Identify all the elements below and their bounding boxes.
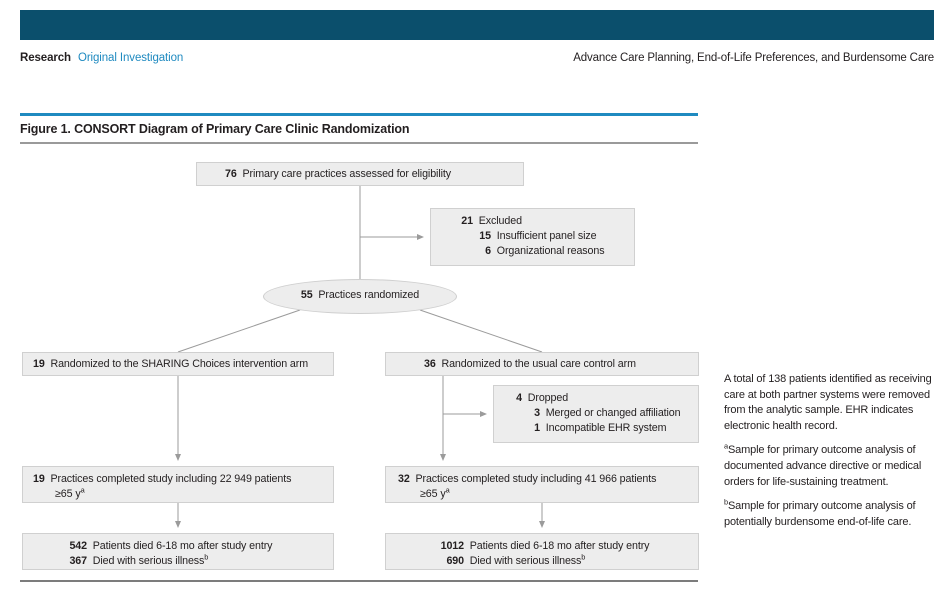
- node-dropped: 4 Dropped 3 Merged or changed affiliatio…: [493, 385, 699, 443]
- running-head-article-type-link[interactable]: Original Investigation: [77, 52, 184, 64]
- footnote-marker-a: a: [80, 485, 85, 495]
- footnote-marker-b: b: [204, 552, 209, 562]
- randomized-count: 55: [300, 289, 313, 301]
- excluded-reason-1-label: Insufficient panel size: [496, 230, 597, 242]
- intervention-arm-count: 19: [33, 358, 45, 370]
- node-line: 1 Incompatible EHR system: [500, 421, 698, 436]
- completed-intervention-count: 19: [33, 473, 45, 485]
- node-line: 15 Insufficient panel size: [443, 229, 634, 244]
- node-line: 690 Died with serious illnessb: [434, 552, 698, 569]
- died-intervention-label: Patients died 6-18 mo after study entry: [92, 540, 273, 552]
- node-died-intervention: 542 Patients died 6-18 mo after study en…: [22, 533, 334, 570]
- intervention-arm-label: Randomized to the SHARING Choices interv…: [50, 358, 309, 370]
- node-excluded: 21 Excluded 15 Insufficient panel size 6…: [430, 208, 635, 266]
- running-head-section-label: Research: [20, 52, 71, 64]
- excluded-label: Excluded: [478, 215, 522, 227]
- node-died-control: 1012 Patients died 6-18 mo after study e…: [385, 533, 699, 570]
- dropped-count: 4: [516, 392, 522, 404]
- node-line: 21 Excluded: [443, 214, 634, 229]
- completed-control-label: Practices completed study including 41 9…: [415, 473, 657, 485]
- died-intervention-serious-label: Died with serious illness: [92, 555, 205, 567]
- control-arm-count: 36: [424, 358, 436, 370]
- footnote-b-marker: b: [724, 497, 728, 507]
- assessed-count: 76: [225, 168, 237, 180]
- node-line: 4 Dropped: [500, 391, 698, 406]
- node-line: ≥65 ya: [33, 485, 333, 502]
- randomized-label: Practices randomized: [318, 289, 420, 301]
- completed-intervention-label: Practices completed study including 22 9…: [50, 473, 292, 485]
- died-control-serious-label: Died with serious illness: [469, 555, 582, 567]
- completed-control-age: ≥65 y: [420, 488, 446, 500]
- node-line: 76 Primary care practices assessed for e…: [225, 167, 523, 182]
- node-assessed-for-eligibility: 76 Primary care practices assessed for e…: [196, 162, 524, 186]
- figure-top-accent-rule: [20, 113, 698, 116]
- control-arm-label: Randomized to the usual care control arm: [441, 358, 636, 370]
- died-intervention-count: 542: [69, 540, 87, 552]
- running-head: Research Original Investigation Advance C…: [20, 49, 934, 67]
- died-control-label: Patients died 6-18 mo after study entry: [469, 540, 650, 552]
- died-control-count: 1012: [440, 540, 464, 552]
- footnote-general: A total of 138 patients identified as re…: [724, 373, 932, 432]
- footnote-a: aSample for primary outcome analysis of …: [724, 443, 936, 490]
- dropped-label: Dropped: [527, 392, 569, 404]
- consort-diagram: 76 Primary care practices assessed for e…: [22, 162, 699, 570]
- node-control-arm: 36 Randomized to the usual care control …: [385, 352, 699, 376]
- figure-title-underrule: [20, 142, 698, 144]
- footnote-a-text: Sample for primary outcome analysis of d…: [724, 444, 922, 488]
- footnote-b: bSample for primary outcome analysis of …: [724, 497, 936, 530]
- node-line: 6 Organizational reasons: [443, 244, 634, 259]
- footnote-marker-b: b: [581, 552, 586, 562]
- dropped-reason-1-label: Merged or changed affiliation: [545, 407, 681, 419]
- dropped-reason-1-count: 3: [534, 407, 540, 419]
- assessed-label: Primary care practices assessed for elig…: [242, 168, 451, 180]
- footnote-a-marker: a: [724, 441, 728, 451]
- excluded-reason-1-count: 15: [479, 230, 491, 242]
- died-intervention-serious-count: 367: [69, 555, 87, 567]
- node-completed-intervention: 19 Practices completed study including 2…: [22, 466, 334, 503]
- node-line: 36 Randomized to the usual care control …: [424, 357, 698, 372]
- node-line: 367 Died with serious illnessb: [61, 552, 333, 569]
- figure-footnotes: A total of 138 patients identified as re…: [724, 372, 936, 530]
- node-line: 19 Randomized to the SHARING Choices int…: [33, 357, 333, 372]
- excluded-reason-2-count: 6: [485, 245, 491, 257]
- figure-title: Figure 1. CONSORT Diagram of Primary Car…: [20, 122, 410, 136]
- node-line: 542 Patients died 6-18 mo after study en…: [61, 539, 333, 554]
- node-intervention-arm: 19 Randomized to the SHARING Choices int…: [22, 352, 334, 376]
- node-line: 1012 Patients died 6-18 mo after study e…: [434, 539, 698, 554]
- figure-bottom-rule: [20, 580, 698, 582]
- node-line: ≥65 ya: [398, 485, 698, 502]
- running-head-left: Research Original Investigation: [20, 49, 183, 67]
- node-practices-randomized: 55 Practices randomized: [263, 279, 457, 314]
- dropped-reason-2-count: 1: [534, 422, 540, 434]
- completed-control-count: 32: [398, 473, 410, 485]
- node-line: 32 Practices completed study including 4…: [398, 472, 698, 487]
- node-line: 19 Practices completed study including 2…: [33, 472, 333, 487]
- node-completed-control: 32 Practices completed study including 4…: [385, 466, 699, 503]
- node-line: 3 Merged or changed affiliation: [500, 406, 698, 421]
- footnote-marker-a: a: [445, 485, 450, 495]
- running-head-article-title: Advance Care Planning, End-of-Life Prefe…: [573, 52, 934, 64]
- dropped-reason-2-label: Incompatible EHR system: [545, 422, 667, 434]
- footnote-b-text: Sample for primary outcome analysis of p…: [724, 500, 916, 528]
- excluded-reason-2-label: Organizational reasons: [496, 245, 605, 257]
- excluded-count: 21: [461, 215, 473, 227]
- completed-intervention-age: ≥65 y: [55, 488, 81, 500]
- masthead-bar: [20, 10, 934, 40]
- died-control-serious-count: 690: [446, 555, 464, 567]
